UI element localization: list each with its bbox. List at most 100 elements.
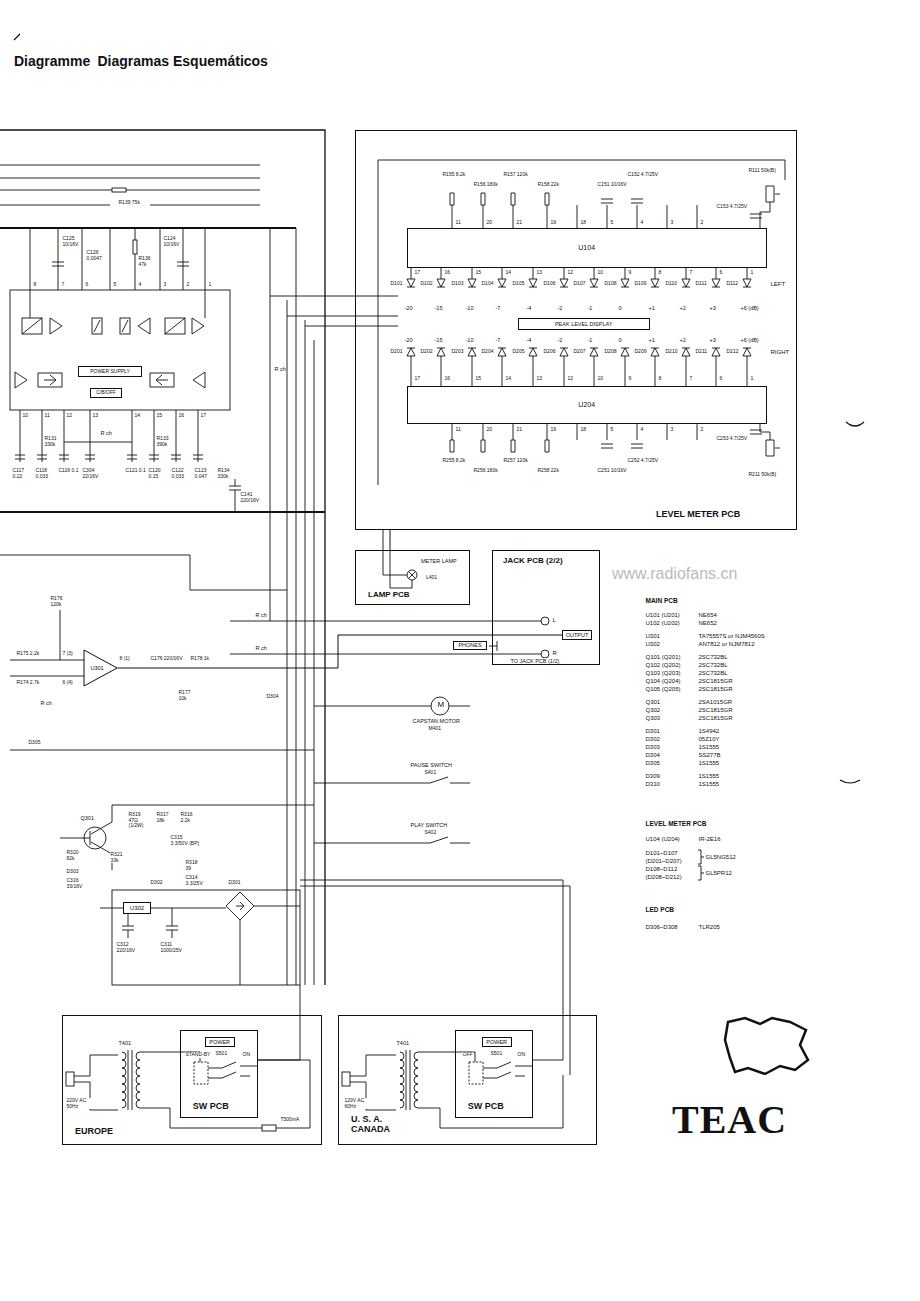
part-label: 15	[156, 413, 163, 419]
part-label: 5	[113, 282, 117, 288]
part-label: 2SC732BL	[698, 654, 728, 661]
connector-tag: OUTPUT	[562, 630, 592, 640]
ic-block	[38, 373, 62, 387]
part-label: 5	[610, 427, 614, 433]
part-label: L	[552, 617, 556, 624]
amp-symbol	[50, 318, 62, 334]
part-label: 11	[455, 427, 461, 433]
part-label: +6 (dB)	[740, 305, 759, 311]
part-label: +6 (dB)	[740, 337, 759, 343]
part-label: 16	[178, 413, 185, 419]
part-label: C120 0.15	[148, 468, 170, 479]
part-label: Q105 (Q205)	[645, 686, 681, 693]
part-label: 1	[750, 376, 754, 382]
switch-tag: POWER	[482, 1037, 512, 1047]
part-label: T401	[396, 1040, 410, 1046]
node-label: POWER	[486, 1039, 507, 1045]
part-label: 16	[444, 376, 451, 382]
part-label: Q104 (Q204)	[645, 678, 681, 685]
part-label: RIGHT	[770, 349, 790, 356]
part-label: (D201~D207)	[645, 858, 682, 865]
part-label: 17	[414, 270, 421, 276]
part-label: 14	[134, 413, 141, 419]
part-label: R317 18k	[156, 812, 175, 823]
wire	[140, 1052, 310, 1128]
part-label: C252 4.7/25V	[627, 458, 659, 464]
watermark: www.radiofans.cn	[612, 565, 737, 583]
op-amp-outline	[84, 650, 117, 686]
part-label: +3	[709, 305, 716, 311]
table-heading: MAIN PCB	[645, 597, 678, 604]
part-label: 1S1555	[698, 760, 720, 767]
table-heading: Diagramas Esquemáticos	[97, 54, 268, 69]
capacitor-symbol	[601, 199, 643, 203]
part-label: S501	[490, 1051, 503, 1057]
switch-tag: POWER	[205, 1037, 235, 1047]
part-label: 05Z10Y	[698, 736, 720, 743]
part-label: -7	[495, 337, 501, 343]
part-label: Q302	[645, 707, 661, 714]
part-label: -15	[434, 337, 443, 343]
part-label: R178 1k	[190, 656, 210, 662]
part-label: R157 120k	[503, 172, 528, 178]
part-label: 7	[689, 270, 693, 276]
part-label: Q103 (Q203)	[645, 670, 681, 677]
part-label: D110	[665, 281, 678, 287]
ic-block	[150, 373, 174, 387]
part-label: +3	[709, 337, 716, 343]
pcb-outline: METER LAMPL401LAMP PCB	[355, 550, 470, 605]
part-label: ON	[517, 1052, 526, 1058]
part-label: M401	[428, 726, 442, 732]
potentiometer-symbol	[760, 186, 780, 228]
node-label: LAMP PCB	[368, 590, 410, 599]
diode-symbol	[156, 375, 168, 385]
part-label: 2SC1815GR	[698, 686, 733, 693]
part-label: R156 180k	[473, 182, 498, 188]
part-label: 8	[33, 282, 37, 288]
part-label: D108	[604, 281, 617, 287]
pin-wire	[30, 228, 205, 318]
node-label: EUROPE	[75, 1126, 113, 1136]
part-label: D302	[150, 880, 163, 886]
fuse-symbol	[262, 1125, 276, 1131]
jack-symbol	[489, 641, 497, 651]
part-label: D305	[28, 740, 41, 746]
switch-symbol	[483, 1055, 563, 1078]
part-label: R111 50k(B)	[748, 168, 776, 174]
amp-symbol	[192, 318, 204, 334]
amp-symbol	[193, 372, 205, 388]
part-label: D102	[420, 281, 433, 287]
page-title: Diagramme	[14, 54, 90, 69]
part-label: 1S4942	[698, 728, 720, 735]
part-label: 13	[92, 413, 99, 419]
part-label: 2	[700, 220, 704, 226]
part-label: T401	[118, 1040, 132, 1046]
part-label: R319 47Ω (1/2W)	[128, 812, 151, 829]
part-label: U101 (U201)	[645, 612, 680, 619]
table-heading: LEVEL METER PCB	[645, 820, 707, 827]
part-label: 220V AC 50Hz	[66, 1098, 93, 1109]
part-label: 19	[550, 427, 557, 433]
part-label: GL5PR12	[705, 870, 732, 877]
node-label: U204	[578, 401, 595, 409]
part-label: R316 2.2k	[180, 812, 199, 823]
part-label: 19	[550, 220, 557, 226]
part-label: -2	[557, 337, 563, 343]
part-label: D106	[543, 281, 556, 287]
regulator-box: U302	[123, 902, 151, 914]
part-label: S501	[215, 1051, 228, 1057]
capacitor-symbol	[750, 214, 762, 218]
jack-symbol	[541, 617, 549, 625]
switch-symbol	[194, 1062, 208, 1084]
part-label: 14	[505, 376, 512, 382]
part-label: R256 180k	[473, 468, 498, 474]
inner-frame	[378, 160, 785, 485]
pcb-outline: JACK PCB (2/2)OUTPUT	[492, 550, 600, 665]
part-label: C304 22/16V	[82, 468, 104, 479]
part-label: 4	[640, 427, 644, 433]
ic-box: U104	[407, 228, 767, 268]
part-label: TLR205	[698, 924, 720, 931]
part-label: D203	[451, 349, 464, 355]
part-label: 18	[580, 220, 587, 226]
supply-frame	[112, 890, 300, 985]
